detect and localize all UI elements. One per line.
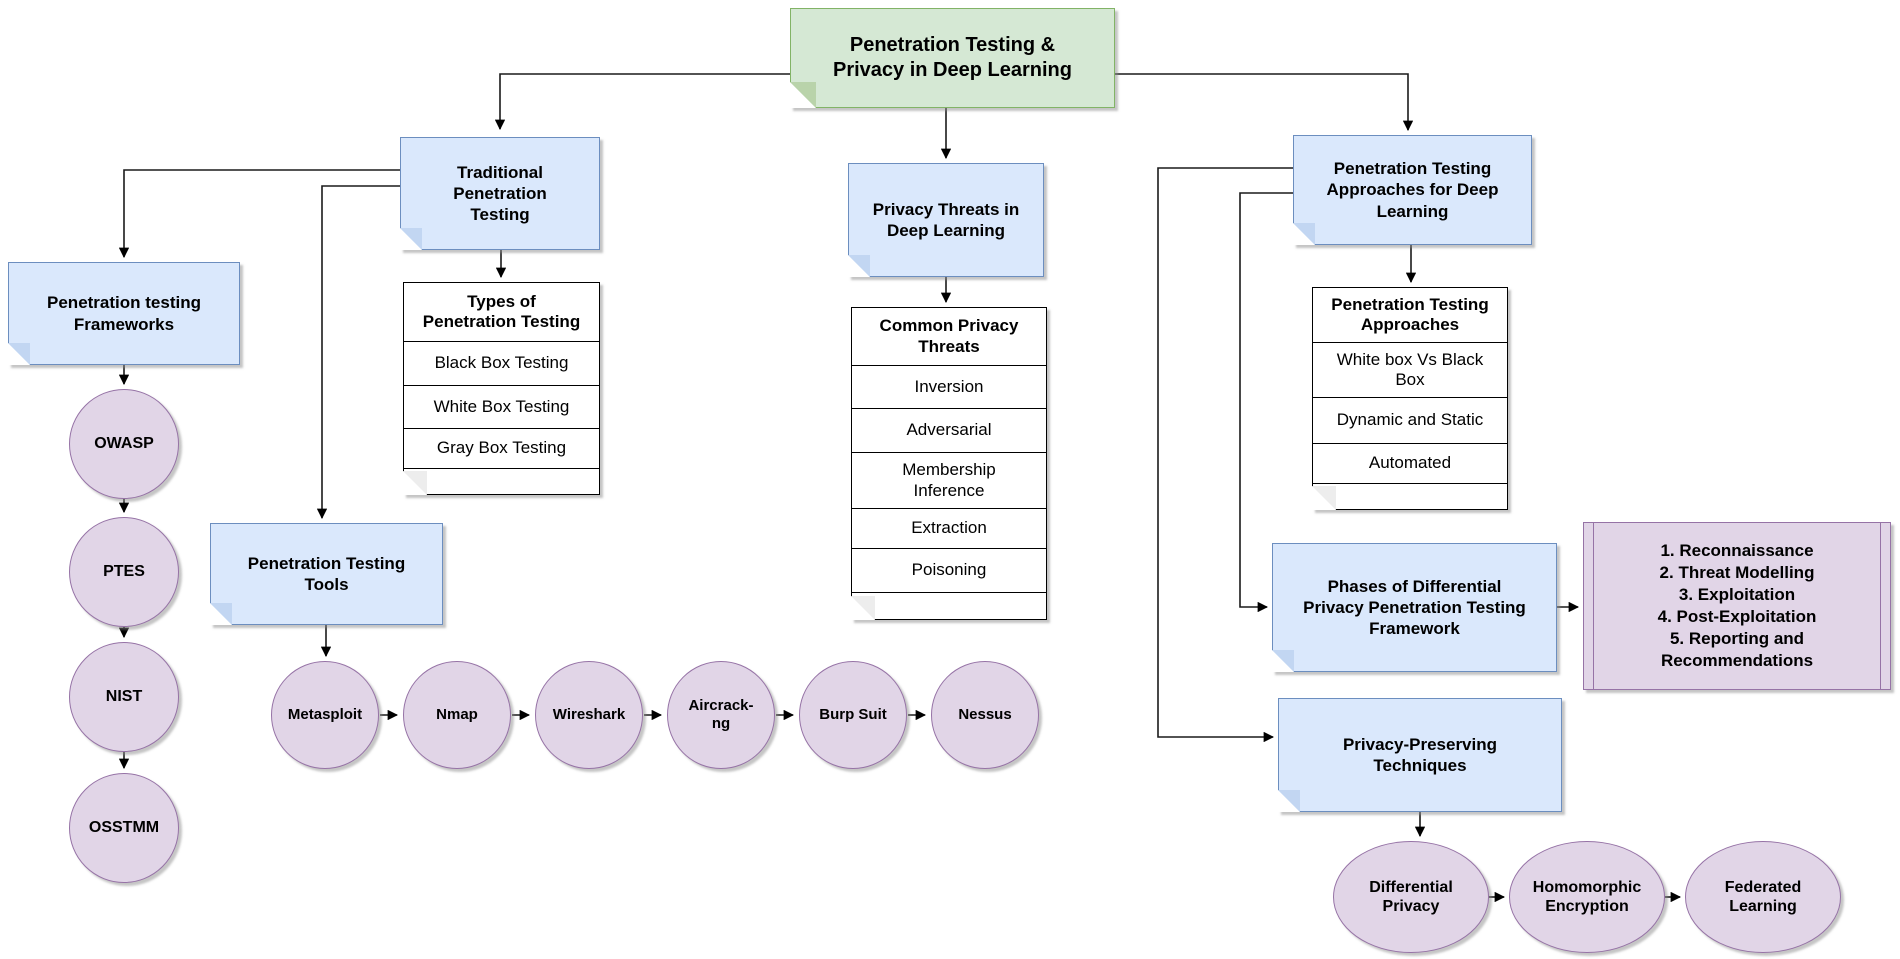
node-label: Homomorphic Encryption: [1532, 878, 1642, 915]
table-row: Black Box Testing: [404, 342, 599, 386]
node-label: Aircrack- ng: [688, 697, 754, 732]
node-label: Nessus: [958, 706, 1012, 723]
phases-list-text: 1. Reconnaissance 2. Threat Modelling 3.…: [1657, 540, 1817, 671]
table-row: Membership Inference: [852, 453, 1046, 509]
connector-root-to-approaches-dl: [1115, 73, 1414, 132]
table-row: Adversarial: [852, 409, 1046, 453]
penetration-testing-frameworks-node: Penetration testing Frameworks: [8, 262, 240, 365]
pt-approaches-for-deep-learning-node: Penetration Testing Approaches for Deep …: [1293, 135, 1532, 245]
phases-list-box: 1. Reconnaissance 2. Threat Modelling 3.…: [1583, 522, 1891, 690]
tools-label: Penetration Testing Tools: [247, 553, 406, 594]
table-header: Common Privacy Threats: [852, 308, 1046, 366]
table-row: Dynamic and Static: [1313, 398, 1507, 444]
wireshark-node: Wireshark: [535, 661, 643, 769]
node-label: Metasploit: [287, 706, 363, 723]
connector-traditional-to-tools: [316, 185, 400, 520]
node-label: PTES: [103, 563, 145, 581]
root-label: Penetration Testing & Privacy in Deep Le…: [833, 34, 1072, 81]
nmap-node: Nmap: [403, 661, 511, 769]
node-label: Wireshark: [552, 706, 626, 723]
traditional-penetration-testing-node: Traditional Penetration Testing: [400, 137, 600, 250]
table-header: Penetration Testing Approaches: [1313, 288, 1507, 343]
burp-suit-node: Burp Suit: [799, 661, 907, 769]
frameworks-label: Penetration testing Frameworks: [47, 293, 201, 334]
node-label: OSSTMM: [88, 819, 160, 837]
table-header: Types of Penetration Testing: [404, 283, 599, 342]
node-label: Federated Learning: [1724, 878, 1802, 915]
node-label: Differential Privacy: [1369, 878, 1453, 915]
table-row: Automated: [1313, 444, 1507, 484]
root-node: Penetration Testing & Privacy in Deep Le…: [790, 8, 1115, 108]
table-row: Extraction: [852, 509, 1046, 549]
node-label: NIST: [105, 688, 143, 706]
connector-root-to-traditional: [494, 73, 790, 131]
phases-label: Phases of Differential Privacy Penetrati…: [1303, 576, 1526, 639]
aircrack-ng-node: Aircrack- ng: [667, 661, 775, 769]
federated-learning-node: Federated Learning: [1685, 841, 1841, 953]
osstmm-node: OSSTMM: [69, 773, 179, 883]
owasp-node: OWASP: [69, 389, 179, 499]
table-row: White box Vs Black Box: [1313, 343, 1507, 398]
privacy-preserving-techniques-node: Privacy-Preserving Techniques: [1278, 698, 1562, 812]
connector-approaches-dl-to-privacy-preserving: [1157, 167, 1293, 743]
nist-node: NIST: [69, 642, 179, 752]
homomorphic-encryption-node: Homomorphic Encryption: [1509, 841, 1665, 953]
privacy-threats-node: Privacy Threats in Deep Learning: [848, 163, 1044, 277]
table-row: Poisoning: [852, 549, 1046, 593]
privacy-preserving-label: Privacy-Preserving Techniques: [1342, 734, 1498, 775]
traditional-label: Traditional Penetration Testing: [453, 162, 547, 225]
node-label: Burp Suit: [819, 706, 887, 723]
table-row: White Box Testing: [404, 386, 599, 429]
table-fold-row: [1313, 484, 1507, 509]
types-of-penetration-testing-table: Types of Penetration Testing Black Box T…: [403, 282, 600, 495]
differential-privacy-node: Differential Privacy: [1333, 841, 1489, 953]
penetration-testing-tools-node: Penetration Testing Tools: [210, 523, 443, 625]
connector-approaches-dl-to-phases: [1239, 192, 1293, 613]
common-privacy-threats-table: Common Privacy Threats Inversion Adversa…: [851, 307, 1047, 620]
approaches-dl-label: Penetration Testing Approaches for Deep …: [1326, 159, 1499, 221]
connector-traditional-to-frameworks: [118, 169, 400, 259]
node-label: Nmap: [436, 706, 478, 723]
penetration-testing-approaches-table: Penetration Testing Approaches White box…: [1312, 287, 1508, 510]
ptes-node: PTES: [69, 517, 179, 627]
phases-of-differential-privacy-node: Phases of Differential Privacy Penetrati…: [1272, 543, 1557, 672]
table-row: Inversion: [852, 366, 1046, 409]
nessus-node: Nessus: [931, 661, 1039, 769]
node-label: OWASP: [94, 435, 154, 453]
metasploit-node: Metasploit: [271, 661, 379, 769]
table-fold-row: [852, 593, 1046, 619]
table-row: Gray Box Testing: [404, 429, 599, 469]
privacy-threats-label: Privacy Threats in Deep Learning: [872, 199, 1020, 240]
table-fold-row: [404, 469, 599, 494]
